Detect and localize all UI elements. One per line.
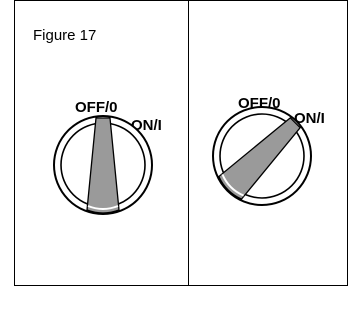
switch-panel-on: OFF/0 ON/I	[212, 95, 325, 206]
rotary-switch-dial	[212, 106, 312, 206]
knob-highlight	[221, 173, 245, 197]
on-label: ON/I	[294, 110, 325, 127]
figure-frame	[14, 0, 348, 286]
knob-highlight	[87, 205, 119, 210]
switch-panel-off: OFF/0 ON/I	[53, 99, 162, 215]
on-label: ON/I	[131, 117, 162, 134]
knob-body	[218, 116, 302, 200]
knob-pointer	[86, 117, 120, 214]
rotary-switch-dial	[53, 115, 153, 215]
figure-caption: Figure 17	[33, 27, 96, 44]
knob-body	[86, 117, 120, 214]
knob-pointer	[218, 116, 302, 200]
off-label: OFF/0	[75, 99, 118, 116]
